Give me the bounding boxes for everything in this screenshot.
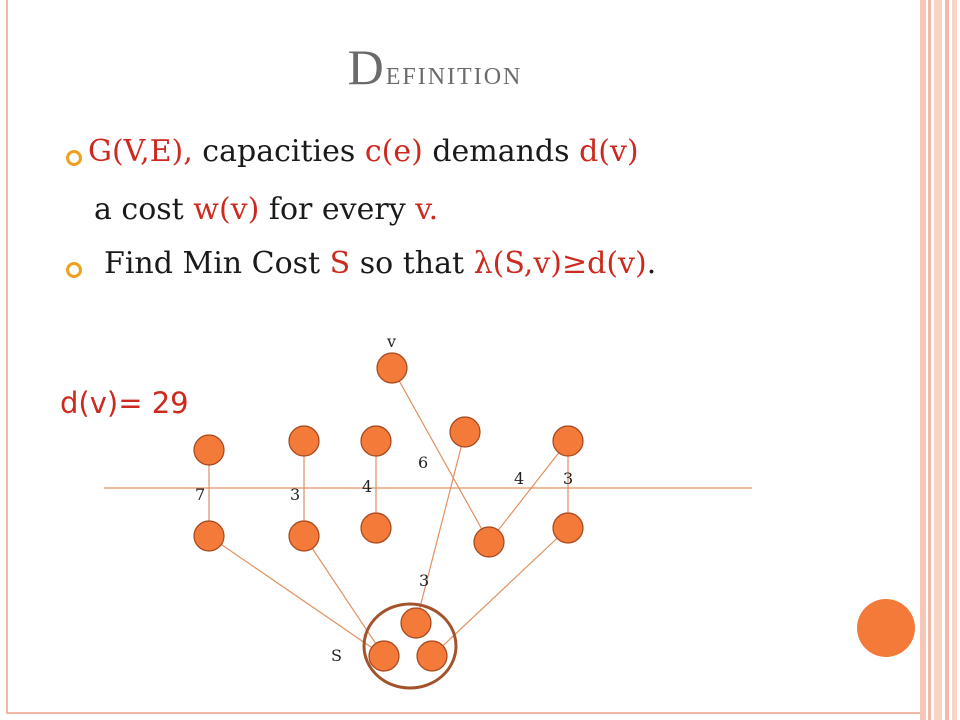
node-v — [376, 352, 408, 384]
so-that-word: so that — [350, 246, 474, 281]
edge-weight: 3 — [419, 571, 429, 590]
connectivity-notation: λ(S,v)≥d(v) — [473, 246, 647, 281]
bullet-2-text: Find Min Cost S so that λ(S,v)≥d(v). — [104, 246, 656, 281]
bullet-1-continuation: a cost w(v) for every v. — [94, 192, 438, 227]
node — [449, 416, 481, 448]
node-s — [368, 640, 400, 672]
cost-word: a cost — [94, 192, 194, 227]
edge-weight: 3 — [563, 469, 573, 488]
find-min-cost-word: Find Min Cost — [104, 246, 330, 281]
label-s: S — [331, 646, 342, 665]
slide-border — [6, 0, 920, 714]
set-notation: S — [329, 246, 351, 281]
node-s — [400, 607, 432, 639]
node — [288, 425, 320, 457]
bullet-icon — [66, 150, 82, 166]
decor-bar — [928, 0, 931, 720]
decor-bar — [952, 0, 957, 720]
demands-word: demands — [422, 134, 580, 169]
slide-title: Definition — [0, 38, 870, 96]
capacity-notation: c(e) — [364, 134, 423, 169]
node — [552, 512, 584, 544]
edge-weight: 6 — [418, 453, 428, 472]
node — [552, 425, 584, 457]
decor-bar — [945, 0, 949, 720]
edge-top-to-s — [415, 431, 466, 624]
decorative-circle — [857, 599, 915, 657]
node-s — [416, 640, 448, 672]
node — [360, 512, 392, 544]
decor-bar — [934, 0, 942, 720]
for-every-word: for every — [259, 192, 416, 227]
label-v: v — [386, 332, 396, 351]
demand-value: d(v)= 29 — [60, 386, 189, 420]
node — [473, 526, 505, 558]
set-s-ring — [362, 602, 458, 690]
node — [360, 425, 392, 457]
vertex-notation: v. — [415, 192, 439, 227]
demand-notation: d(v) — [579, 134, 639, 169]
capacities-word: capacities — [192, 134, 365, 169]
node — [193, 434, 225, 466]
title-rest: efinition — [385, 55, 523, 92]
edge-weight: 3 — [290, 485, 300, 504]
edge-weight: 7 — [195, 485, 205, 504]
edges — [208, 367, 569, 657]
edge-weight: 4 — [362, 477, 372, 496]
cost-notation: w(v) — [193, 192, 260, 227]
bullet-icon — [66, 262, 82, 278]
node — [288, 520, 320, 552]
edge-lower-to-top — [488, 440, 569, 543]
title-initial: D — [347, 39, 386, 95]
edge-weight: 4 — [514, 469, 524, 488]
period: . — [646, 246, 657, 281]
edge-to-s-1 — [208, 535, 385, 657]
edge-to-s-2 — [303, 535, 385, 657]
node — [193, 520, 225, 552]
decor-bar — [920, 0, 926, 720]
edge-v-to-lower — [391, 367, 490, 543]
bullet-1-text: G(V,E), capacities c(e) demands d(v) — [88, 134, 639, 169]
nodes — [193, 352, 584, 672]
graph-notation: G(V,E), — [88, 134, 193, 169]
